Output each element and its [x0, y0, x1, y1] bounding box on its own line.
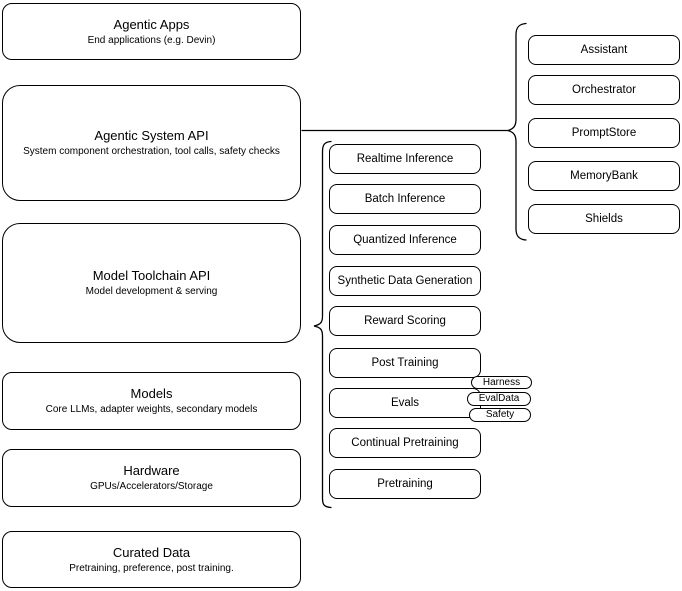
node-pretraining: Pretraining: [329, 469, 481, 499]
component-label: Shields: [585, 213, 623, 225]
component-orchestrator: Orchestrator: [528, 75, 680, 105]
layer-models: Models Core LLMs, adapter weights, secon…: [2, 372, 301, 430]
layer-subtitle: System component orchestration, tool cal…: [23, 146, 280, 157]
node-quantized-inference: Quantized Inference: [329, 225, 481, 255]
tag-evaldata: EvalData: [467, 392, 531, 406]
node-label: Quantized Inference: [353, 234, 457, 246]
layer-curated-data: Curated Data Pretraining, preference, po…: [2, 531, 301, 588]
toolchain-brace: [313, 140, 332, 509]
node-label: Evals: [390, 397, 420, 409]
component-memorybank: MemoryBank: [528, 161, 680, 191]
node-label: Synthetic Data Generation: [337, 275, 473, 287]
node-label: Reward Scoring: [364, 315, 446, 327]
layer-title: Model Toolchain API: [92, 268, 211, 283]
component-assistant: Assistant: [528, 35, 680, 65]
component-label: MemoryBank: [570, 170, 638, 182]
layer-model-toolchain-api: Model Toolchain API Model development & …: [2, 223, 301, 343]
layer-agentic-apps: Agentic Apps End applications (e.g. Devi…: [2, 3, 301, 60]
component-promptstore: PromptStore: [528, 118, 680, 148]
layer-subtitle: Model development & serving: [85, 286, 218, 297]
node-continual-pretraining: Continual Pretraining: [329, 428, 481, 458]
component-label: Orchestrator: [572, 84, 636, 96]
tag-label: EvalData: [478, 393, 520, 404]
node-label: Batch Inference: [364, 193, 446, 205]
node-post-training: Post Training: [329, 348, 481, 378]
system-components-brace: [505, 22, 527, 241]
node-label: Realtime Inference: [356, 153, 454, 165]
node-synthetic-data-generation: Synthetic Data Generation: [329, 266, 481, 296]
tag-label: Harness: [482, 376, 521, 388]
tag-safety: Safety: [469, 408, 531, 422]
node-evals: Evals: [329, 388, 481, 418]
tag-harness: Harness: [471, 376, 532, 389]
component-label: Assistant: [580, 44, 628, 56]
layer-title: Models: [130, 386, 173, 401]
layer-title: Curated Data: [112, 544, 191, 560]
layer-title: Agentic Apps: [113, 16, 190, 32]
node-realtime-inference: Realtime Inference: [329, 144, 481, 174]
layer-agentic-system-api: Agentic System API System component orch…: [2, 85, 301, 201]
tag-label: Safety: [485, 409, 515, 420]
layer-title: Hardware: [123, 463, 180, 478]
node-reward-scoring: Reward Scoring: [329, 306, 481, 336]
node-label: Pretraining: [377, 478, 433, 490]
node-label: Post Training: [371, 357, 439, 369]
node-label: Continual Pretraining: [351, 437, 459, 449]
layer-subtitle: End applications (e.g. Devin): [87, 34, 216, 46]
component-label: PromptStore: [571, 127, 637, 139]
node-batch-inference: Batch Inference: [329, 184, 481, 214]
component-shields: Shields: [528, 204, 680, 234]
layer-subtitle: GPUs/Accelerators/Storage: [90, 481, 213, 492]
layer-subtitle: Pretraining, preference, post training.: [69, 562, 234, 574]
layer-subtitle: Core LLMs, adapter weights, secondary mo…: [45, 404, 258, 415]
layer-title: Agentic System API: [94, 128, 209, 143]
layer-hardware: Hardware GPUs/Accelerators/Storage: [2, 449, 301, 507]
